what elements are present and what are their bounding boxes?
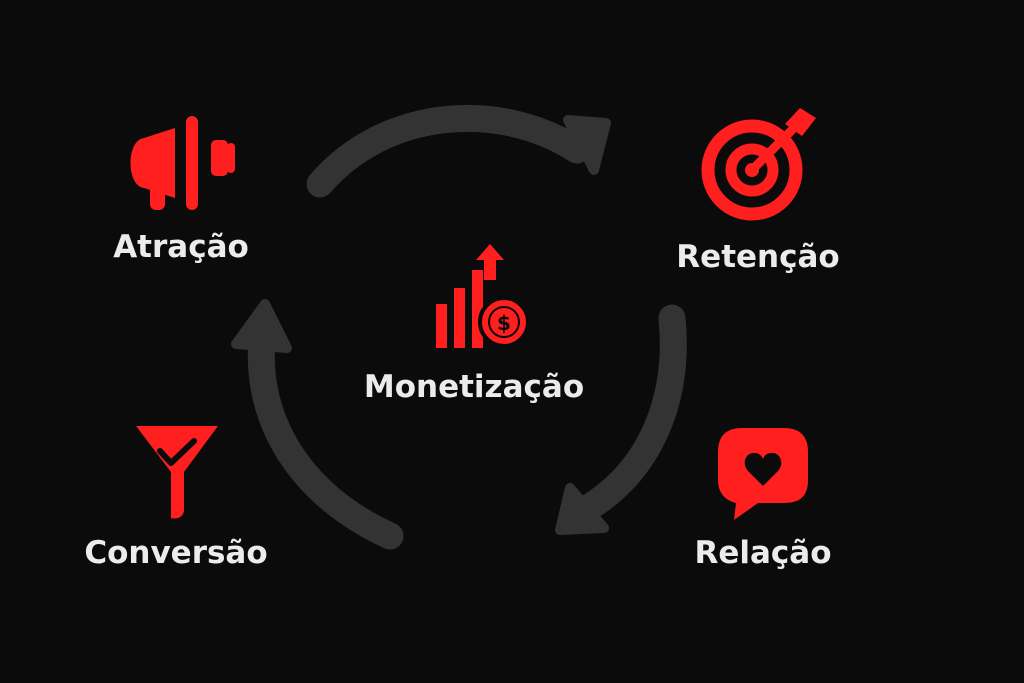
arrow-retencao-to-relacao — [555, 304, 687, 535]
funnel-check-icon — [136, 426, 218, 519]
stage-label-atracao: Atração — [113, 229, 249, 265]
stage-label-conversao: Conversão — [84, 535, 267, 571]
stage-label-relacao: Relação — [694, 535, 831, 571]
dollar-sign-icon: $ — [497, 311, 511, 335]
arrow-atracao-to-retencao — [306, 105, 611, 198]
stage-label-retencao: Retenção — [676, 239, 839, 275]
growth-chart-dollar-icon: $ — [436, 244, 530, 348]
heart-chat-icon — [718, 428, 808, 520]
arrow-conversao-to-atracao — [231, 299, 404, 550]
target-arrow-icon — [701, 108, 816, 221]
megaphone-icon — [130, 116, 235, 210]
center-label-monetizacao: Monetização — [364, 369, 584, 405]
cycle-arrows — [231, 105, 687, 550]
